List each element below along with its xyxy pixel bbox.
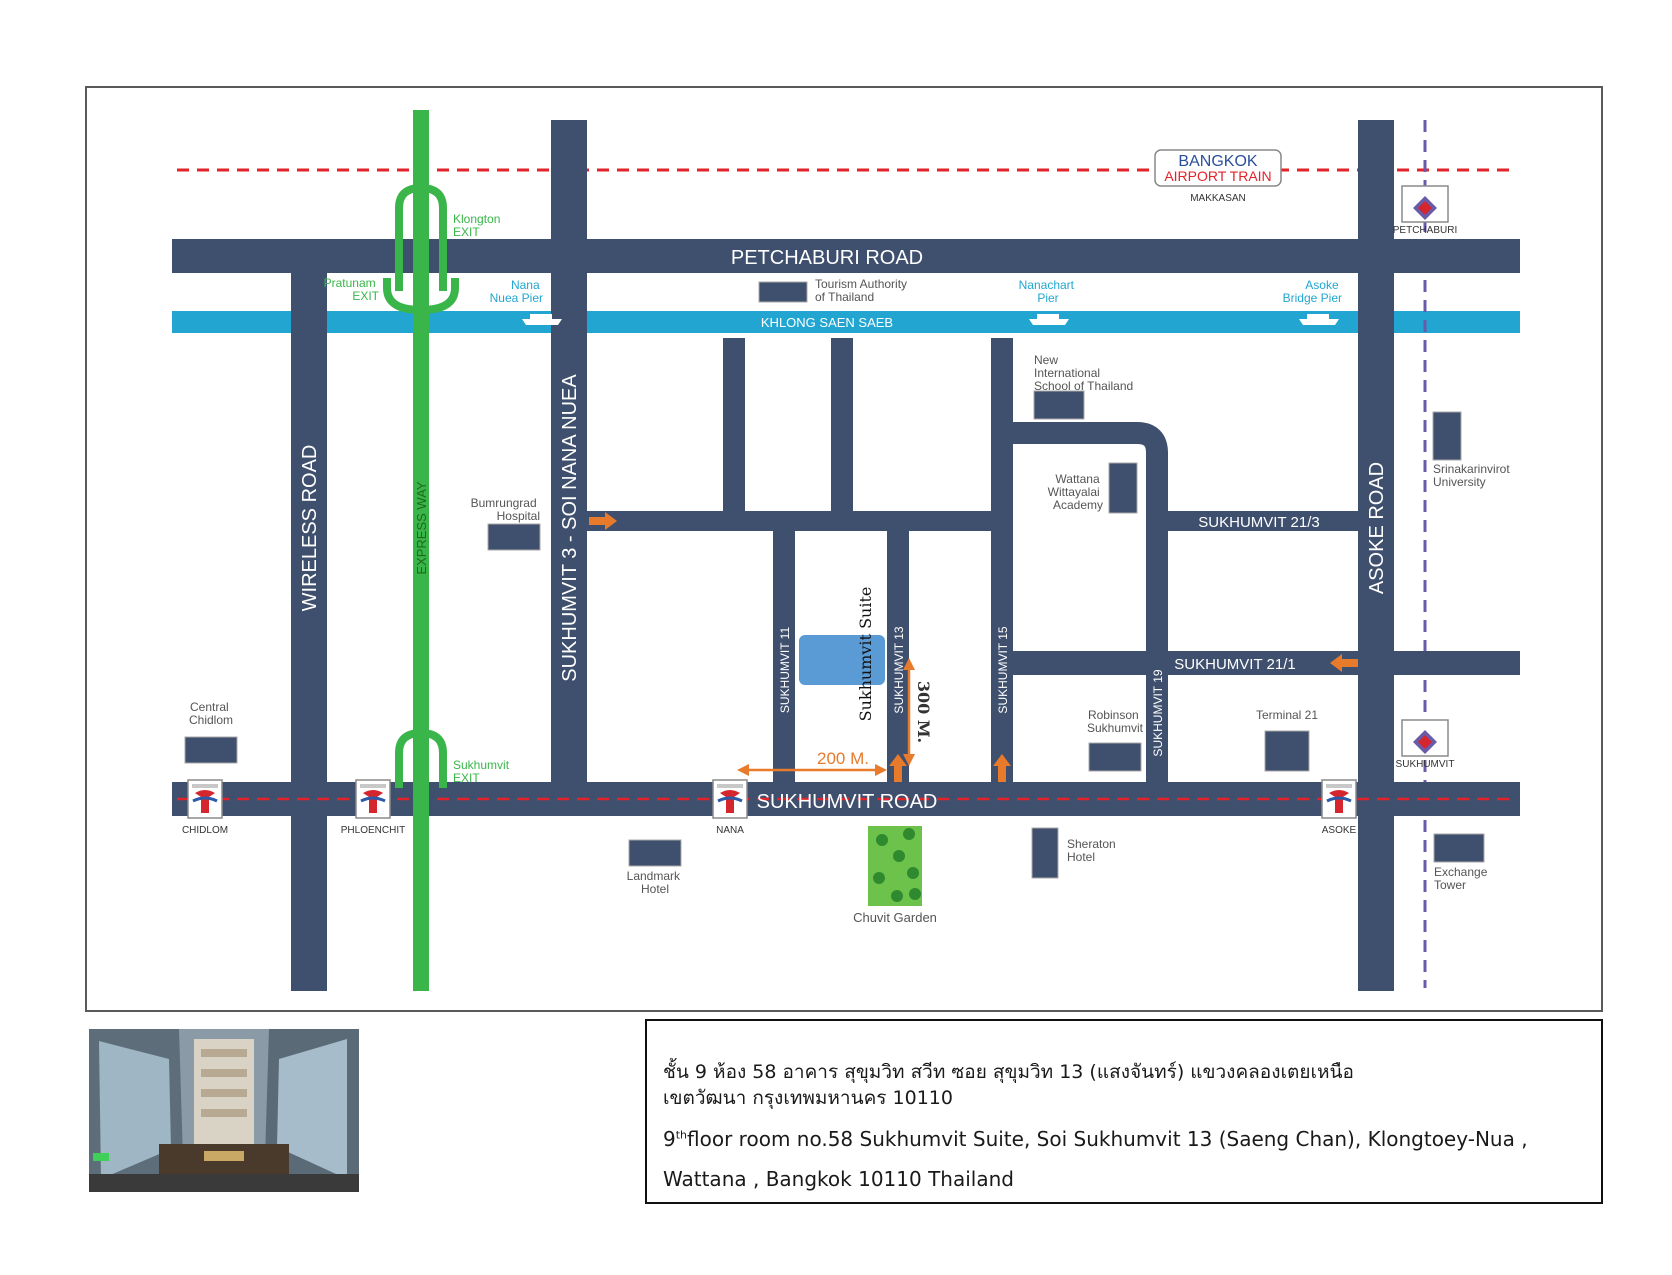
srinakarin-label: Srinakarinvirot University [1433, 462, 1513, 489]
pratunam-ramp [383, 278, 459, 315]
english-address-line-1-rest: floor room no.58 Sukhumvit Suite, Soi Su… [687, 1127, 1528, 1151]
bumrungrad-label: Bumrungrad Hospital [471, 496, 540, 523]
distance-200-label: 200 M. [817, 749, 869, 768]
sukhumvit-11-label: SUKHUMVIT 11 [778, 627, 792, 714]
exchange-tower-building [1433, 833, 1485, 863]
direction-arrow-soi13-icon [889, 754, 907, 782]
klongton-exit-label: Klongton EXIT [453, 212, 504, 239]
direction-arrow-nana-nuea-icon [589, 512, 617, 530]
airport-train-sign [1154, 149, 1282, 187]
petchaburi-road-label: PETCHABURI ROAD [731, 247, 923, 269]
thai-address-line-1: ชั้น 9 ห้อง 58 อาคาร สุขุมวิท สวีท ซอย ส… [663, 1061, 1354, 1083]
mrt-sukhumvit-label: SUKHUMVIT [1396, 759, 1455, 770]
sukhumvit-21-3-loop [1002, 422, 1168, 785]
robinson-label: Robinson Sukhumvit [1087, 708, 1144, 735]
distance-200-arrow-icon [737, 764, 887, 776]
floor-ordinal: th [675, 1128, 688, 1142]
english-address-line-2: Wattana , Bangkok 10110 Thailand [663, 1167, 1014, 1191]
sukhumvit-13-label: SUKHUMVIT 13 [892, 626, 906, 713]
location-map: PETCHABURI ROAD SUKHUMVIT ROAD KHLONG SA… [172, 110, 1520, 991]
mrt-petchaburi-icon [1401, 185, 1449, 223]
asoke-road-label: ASOKE ROAD [1366, 462, 1388, 594]
building-photo [89, 1029, 359, 1192]
sukhumvit-13-road [887, 525, 909, 785]
wireless-road [291, 261, 327, 991]
distance-300-label: 300 M. [914, 681, 933, 743]
floor-number: 9 [663, 1127, 676, 1151]
direction-arrow-soi21-1-icon [1330, 654, 1358, 672]
wireless-road-label: WIRELESS ROAD [299, 445, 321, 612]
terminal-21-label: Terminal 21 [1256, 708, 1318, 722]
sukhumvit-19-label: SUKHUMVIT 19 [1151, 669, 1165, 756]
mrt-petchaburi-label: PETCHABURI [1393, 225, 1457, 236]
asoke-road [1358, 120, 1394, 991]
sukhumvit-21-1-road [1002, 651, 1520, 675]
exchange-tower-label: Exchange Tower [1434, 865, 1491, 892]
expressway-label: EXPRESS WAY [414, 481, 429, 575]
address-box: ชั้น 9 ห้อง 58 อาคาร สุขุมวิท สวีท ซอย ส… [645, 1019, 1603, 1204]
sukhumvit-suite-label: Sukhumvit Suite [856, 587, 875, 722]
nanachart-pier-label: Nanachart Pier [1019, 278, 1078, 305]
bts-asoke-icon [1320, 778, 1358, 820]
bts-chidlom-icon [186, 778, 224, 820]
soi-upper-1 [723, 338, 745, 518]
robinson-building [1088, 742, 1142, 772]
klongton-ramp [395, 183, 447, 291]
mrt-sukhumvit-icon [1401, 719, 1449, 757]
expressway [413, 110, 429, 991]
canal-khlong-saen-saeb [172, 311, 1520, 333]
sukhumvit-21-3-label: SUKHUMVIT 21/3 [1198, 514, 1319, 531]
chidlom-station-label: CHIDLOM [182, 825, 228, 836]
sukhumvit-15-label: SUKHUMVIT 15 [996, 626, 1010, 713]
sukhumvit-21-3-road [1157, 511, 1362, 531]
bts-nana-icon [711, 778, 749, 820]
sukhumvit-suite-marker [799, 635, 885, 685]
airport-train-line2: AIRPORT TRAIN [1164, 168, 1271, 184]
nana-nuea-pier-label: Nana Nuea Pier [490, 278, 543, 305]
direction-arrow-soi15-icon [993, 754, 1011, 782]
nana-station-label: NANA [716, 825, 744, 836]
bumrungrad-building [487, 523, 541, 551]
bts-phloenchit-icon [354, 778, 392, 820]
sukhumvit-21-1-label: SUKHUMVIT 21/1 [1174, 656, 1295, 673]
landmark-hotel-label: Landmark Hotel [627, 869, 684, 896]
central-chidlom-building [184, 736, 238, 764]
sukhumvit-11-road [773, 525, 795, 785]
airport-train-line1: BANGKOK [1178, 153, 1257, 170]
sukhumvit-exit-label: Sukhumvit EXIT [453, 758, 512, 785]
map-frame: PETCHABURI ROAD SUKHUMVIT ROAD KHLONG SA… [85, 86, 1603, 1012]
phloenchit-station-label: PHLOENCHIT [341, 825, 405, 836]
nana-nuea-label: SUKHUMVIT 3 - SOI NANA NUEA [559, 374, 581, 682]
wattana-label: Wattana Wittayalai Academy [1048, 472, 1103, 512]
pratunam-exit-label: Pratunam EXIT [324, 276, 380, 303]
asoke-bridge-pier-label: Asoke Bridge Pier [1283, 278, 1342, 305]
canal-label: KHLONG SAEN SAEB [761, 315, 893, 330]
school-building [1033, 390, 1085, 420]
makkasan-label: MAKKASAN [1190, 193, 1246, 204]
sheraton-hotel-building [1031, 827, 1059, 879]
english-address-line-1: 9thfloor room no.58 Sukhumvit Suite, Soi… [663, 1127, 1528, 1151]
chuvit-garden-label: Chuvit Garden [853, 910, 937, 925]
landmark-hotel-building [628, 839, 682, 867]
sukhumvit-exit-ramp [395, 728, 447, 788]
wattana-building [1108, 462, 1138, 514]
sheraton-hotel-label: Sheraton Hotel [1067, 837, 1119, 864]
tourism-authority-label: Tourism Authority of Thailand [815, 277, 910, 304]
soi-upper-2 [831, 338, 853, 518]
nana-nuea-road [551, 120, 587, 785]
school-label: New International School of Thailand [1034, 353, 1133, 393]
thai-address-line-2: เขตวัฒนา กรุงเทพมหานคร 10110 [663, 1087, 953, 1109]
sukhumvit-15-road [991, 338, 1013, 785]
terminal-21-building [1264, 730, 1310, 772]
srinakarin-building [1432, 411, 1462, 461]
sukhumvit-road-label: SUKHUMVIT ROAD [757, 791, 938, 813]
tourism-authority-building [758, 281, 808, 303]
distance-300-arrow-icon [903, 658, 915, 766]
asoke-station-label: ASOKE [1322, 825, 1357, 836]
central-chidlom-label: Central Chidlom [189, 700, 233, 727]
